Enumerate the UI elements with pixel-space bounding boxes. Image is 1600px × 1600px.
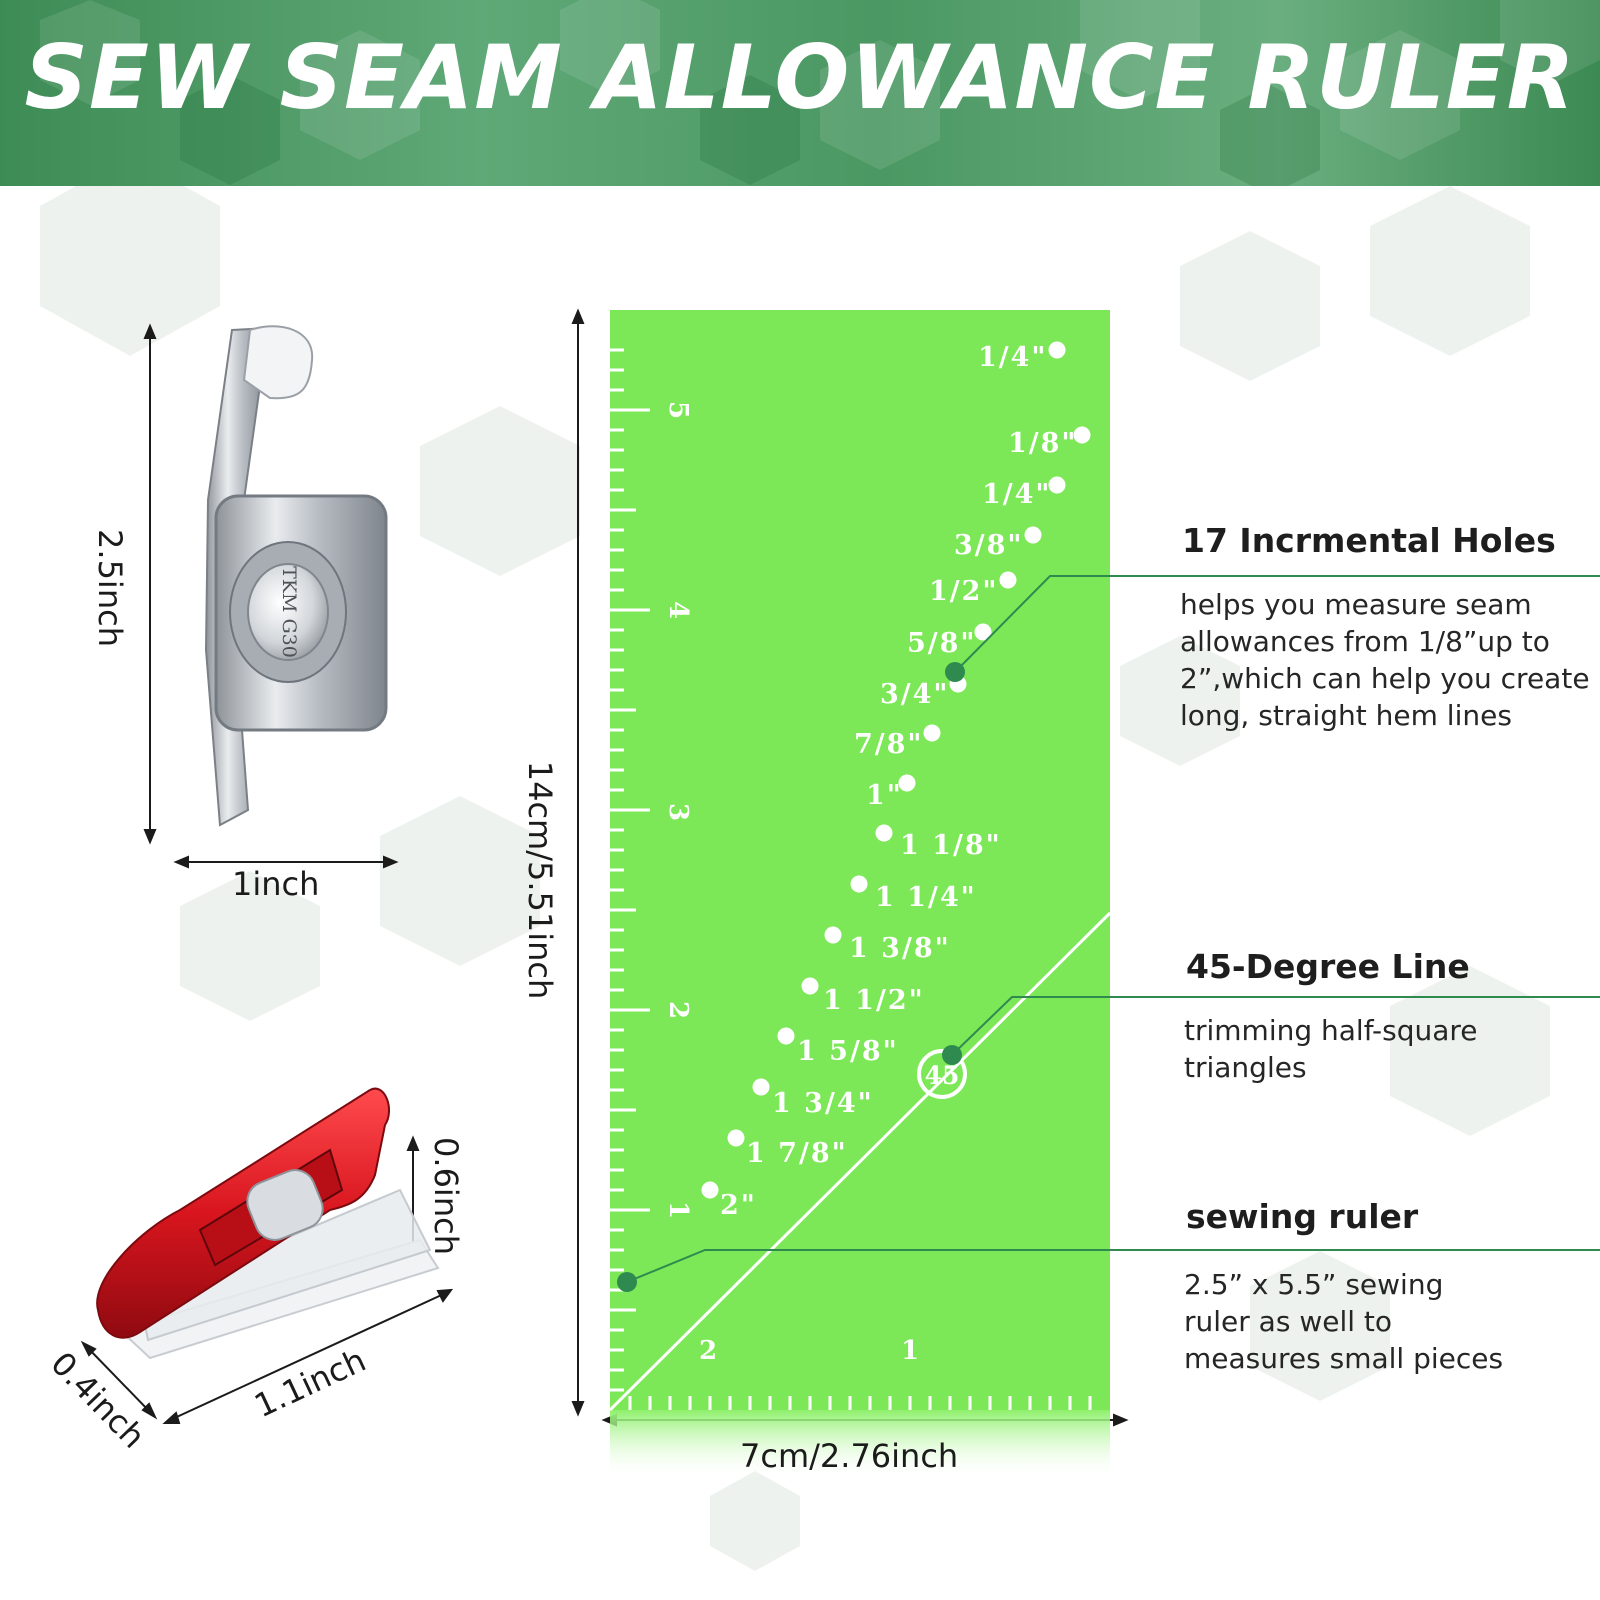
banner-hex-pattern	[40, 0, 1600, 186]
callout-45-text: trimming half-square triangles	[1184, 1012, 1478, 1086]
ruler-hole	[701, 1181, 719, 1199]
hole-label: 3/8"	[954, 530, 1024, 561]
hole-label: 1/4"	[978, 342, 1048, 373]
ruler-reflection	[610, 1410, 1110, 1480]
hole-label: 1 5/8"	[797, 1036, 899, 1067]
hole-label: 1 3/8"	[849, 933, 951, 964]
ruler-hole	[752, 1078, 770, 1096]
callout-text-line: allowances from 1/8”up to	[1180, 625, 1550, 658]
ruler-45-degree-circle	[917, 1049, 967, 1099]
banner-title: SEW SEAM ALLOWANCE RULER	[24, 26, 1576, 129]
ruler-hole	[1024, 526, 1042, 544]
callout-dot-holes	[945, 662, 965, 682]
callout-ruler-text: 2.5” x 5.5” sewing ruler as well to meas…	[1184, 1266, 1503, 1377]
callout-dot-45	[942, 1045, 962, 1065]
ruler-body	[610, 310, 1110, 1410]
hole-label: 1/2"	[929, 576, 999, 607]
ruler-hole	[801, 977, 819, 995]
callout-holes-text: helps you measure seam allowances from 1…	[1180, 586, 1590, 734]
callout-text-line: 2”,which can help you create	[1180, 662, 1590, 695]
ruler-hole	[999, 571, 1017, 589]
hole-label: 1/8"	[1008, 428, 1078, 459]
hole-label: 5/8"	[907, 628, 977, 659]
hole-label: 1 1/2"	[823, 985, 925, 1016]
ruler-hole	[1048, 341, 1066, 359]
ruler-hole	[727, 1129, 745, 1147]
ruler-hole	[1073, 426, 1091, 444]
gauge-logo-text: TKM G30	[278, 566, 300, 658]
ruler-45-degree-line	[610, 911, 1110, 1412]
ruler-bottom-number-2: 2	[699, 1336, 718, 1366]
ruler-hole	[923, 724, 941, 742]
sewing-clip-illustration	[96, 1087, 440, 1360]
hole-label: 2"	[720, 1190, 757, 1221]
seam-gauge-illustration: TKM G30	[204, 325, 388, 827]
hole-label: 1 3/4"	[772, 1088, 874, 1119]
callout-text-line: 2.5” x 5.5” sewing	[1184, 1268, 1444, 1301]
hole-label: 1"	[866, 780, 903, 811]
ruler-hole	[777, 1027, 795, 1045]
ruler-hole	[824, 926, 842, 944]
ruler-width-label: 7cm/2.76inch	[740, 1437, 959, 1475]
callout-holes-title: 17 Incrmental Holes	[1182, 521, 1556, 560]
gauge-width-label: 1inch	[232, 865, 320, 903]
hole-label: 7/8"	[854, 729, 924, 760]
ruler-45-degree-label: 45	[925, 1061, 960, 1090]
gauge-magnet	[247, 563, 329, 661]
ruler-bottom-number-1: 1	[901, 1336, 920, 1366]
ruler-hole	[974, 623, 992, 641]
gauge-top-tab	[242, 325, 314, 400]
hole-label: 1 1/4"	[875, 882, 977, 913]
ruler-hole	[898, 774, 916, 792]
hole-label: 1/4"	[982, 479, 1052, 510]
callout-text-line: ruler as well to	[1184, 1305, 1393, 1338]
hole-label: 3/4"	[880, 679, 950, 710]
callout-text-line: helps you measure seam	[1180, 588, 1532, 621]
clip-spring	[246, 1169, 324, 1241]
background-hex-pattern	[40, 186, 1550, 1571]
seam-ruler: 45	[610, 310, 1110, 1480]
hole-label: 1 1/8"	[900, 830, 1002, 861]
callout-ruler-title: sewing ruler	[1186, 1197, 1419, 1236]
callout-text-line: measures small pieces	[1184, 1342, 1504, 1375]
title-banner: SEW SEAM ALLOWANCE RULER	[0, 0, 1600, 186]
callout-45-title: 45-Degree Line	[1186, 947, 1470, 986]
callout-text-line: trimming half-square	[1184, 1014, 1478, 1047]
ruler-hole	[875, 824, 893, 842]
callout-text-line: long, straight hem lines	[1180, 699, 1512, 732]
ruler-hole	[1048, 476, 1066, 494]
ruler-hole	[850, 875, 868, 893]
callout-text-line: triangles	[1184, 1051, 1307, 1084]
hole-label: 1 7/8"	[746, 1138, 848, 1169]
callout-dot-ruler	[617, 1272, 637, 1292]
